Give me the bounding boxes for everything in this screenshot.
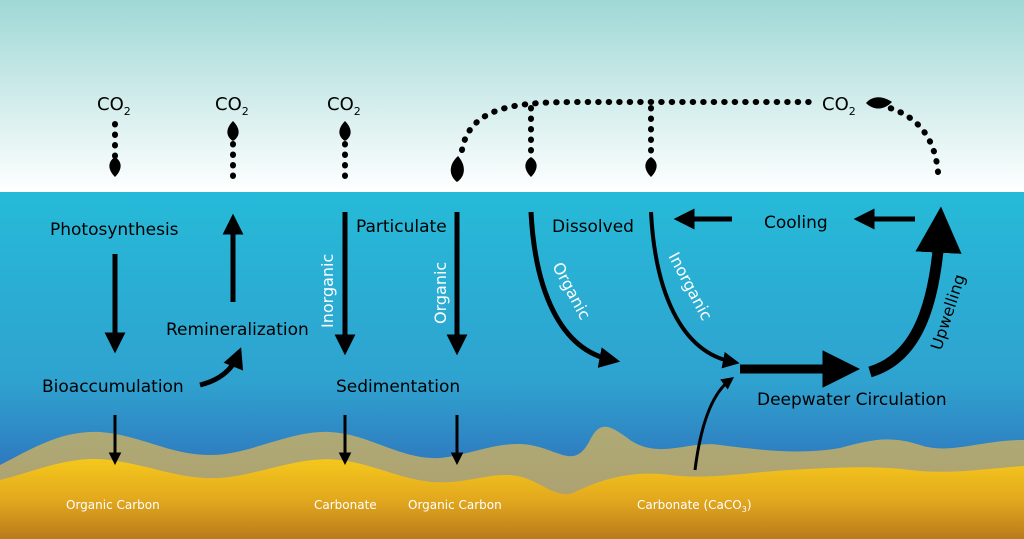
seafloor-sediment xyxy=(0,426,1024,539)
flow-arrows xyxy=(104,208,915,471)
process-labels: Photosynthesis Remineralization Bioaccum… xyxy=(42,213,947,410)
deepwater-circulation-label: Deepwater Circulation xyxy=(757,390,947,410)
upwelling-arrow xyxy=(868,206,962,378)
cooling-label: Cooling xyxy=(764,213,828,233)
carbonate-upwelling-arrow xyxy=(693,376,735,471)
co2-drop-heads xyxy=(109,97,892,182)
co2-drop-up-head xyxy=(227,121,239,141)
organic-carbon-label-2: Organic Carbon xyxy=(408,498,502,512)
bioaccumulation-label: Bioaccumulation xyxy=(42,377,184,397)
co2-drop-down-head xyxy=(109,157,121,177)
co2-labels: CO2 CO2 CO2 CO2 xyxy=(97,94,856,118)
sediment-labels: Organic Carbon Carbonate Organic Carbon … xyxy=(66,498,752,514)
carbonate-label: Carbonate xyxy=(314,498,377,512)
inorganic-particulate-label: Inorganic xyxy=(318,254,337,328)
remineralization-label: Remineralization xyxy=(166,320,309,340)
co2-drop-down-head xyxy=(450,156,464,182)
co2-label: CO2 xyxy=(822,94,856,118)
bioaccumulation-curve-arrow xyxy=(199,347,244,388)
dissolved-inorganic-arrow xyxy=(649,211,740,369)
co2-label: CO2 xyxy=(97,94,131,118)
co2-exchange-dots xyxy=(112,99,941,179)
particulate-label: Particulate xyxy=(356,217,447,237)
organic-particulate-label: Organic xyxy=(431,262,450,324)
co2-drop-left-head xyxy=(866,97,892,109)
co2-drop-down-head xyxy=(525,157,537,177)
carbonate-caco3-label: Carbonate (CaCO3) xyxy=(637,498,752,514)
dissolved-organic-arrow xyxy=(528,211,621,368)
co2-drop-up-head xyxy=(339,121,351,141)
organic-carbon-label-1: Organic Carbon xyxy=(66,498,160,512)
dissolved-label: Dissolved xyxy=(552,217,634,237)
photosynthesis-label: Photosynthesis xyxy=(50,220,179,240)
co2-label: CO2 xyxy=(327,94,361,118)
sedimentation-label: Sedimentation xyxy=(336,377,460,397)
co2-drop-down-head xyxy=(645,157,657,177)
co2-label: CO2 xyxy=(215,94,249,118)
sky xyxy=(0,0,1024,192)
